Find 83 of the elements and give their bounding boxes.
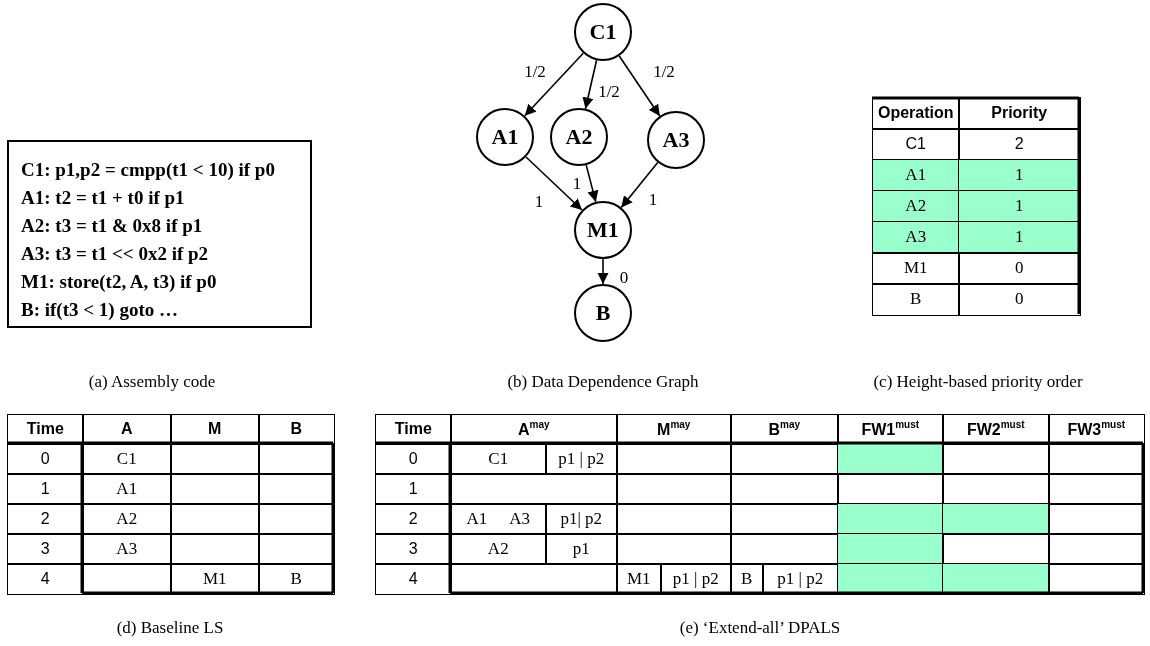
table-entry: p1 (572, 538, 590, 559)
table-entry: p1 | p2 (558, 448, 605, 469)
table-entry: A1 (466, 508, 488, 529)
code-line: A1: t2 = t1 + t0 if p1 (21, 186, 186, 210)
column-header: FW2$^{must}$ (966, 419, 1025, 440)
time-step: 4 (408, 569, 418, 588)
table-entry: A2 (116, 508, 138, 529)
graph-node (550, 108, 608, 166)
table-entry: A3 (509, 508, 531, 529)
table-entry: C1 (905, 135, 926, 154)
caption: (e) ‘Extend-all’ DPALS (679, 618, 841, 638)
time-step: 0 (408, 449, 418, 468)
time-step: 4 (40, 569, 50, 588)
column-header: B (290, 420, 303, 439)
column-header: A$^{may}$ (517, 419, 550, 440)
table-entry: A1 (905, 165, 927, 186)
table-entry: 1 (1015, 165, 1024, 186)
time-step: 1 (408, 479, 418, 498)
arrow (620, 161, 659, 209)
table-entry: M1 (903, 258, 928, 279)
table-entry: M1 (626, 568, 651, 589)
table-entry: C1 (488, 448, 509, 469)
time-step: 1 (40, 479, 50, 498)
caption: (d) Baseline LS (116, 618, 224, 638)
table-entry: A2 (905, 196, 927, 217)
table-entry: B (910, 289, 922, 310)
caption: (a) Assembly code (88, 372, 216, 392)
table-entry: C1 (116, 448, 137, 469)
table-entry: p1| p2 (560, 508, 603, 529)
node-label: A2 (565, 124, 593, 150)
arrow (582, 59, 598, 110)
table-entry: 1 (1015, 227, 1024, 248)
column-header: A (120, 420, 133, 439)
graph-node (574, 3, 632, 61)
table-entry: A3 (116, 538, 138, 559)
table-entry: p1 | p2 (672, 568, 719, 589)
arrow (618, 55, 661, 117)
column-header: Time (26, 420, 64, 439)
column-header: M$^{may}$ (657, 419, 691, 440)
column-header: FW3$^{must}$ (1067, 419, 1126, 440)
graph-node (574, 284, 632, 342)
arrow (597, 258, 609, 285)
table-entry: 1 (1015, 196, 1024, 217)
caption: (c) Height-based priority order (873, 372, 1083, 392)
arrow (525, 156, 583, 211)
graph-node (476, 108, 534, 166)
node-label: B (595, 300, 611, 326)
code-box (7, 140, 312, 328)
time-step: 3 (40, 539, 50, 558)
arrow (524, 52, 584, 117)
table-entry: A1 (116, 478, 138, 499)
node-label: A1 (491, 124, 519, 150)
column-header: Priority (991, 104, 1048, 123)
code-line: A3: t3 = t1 << 0x2 if p2 (21, 242, 210, 266)
table-entry: 2 (1014, 135, 1024, 154)
graph-node (647, 111, 705, 169)
table-entry: M1 (202, 568, 227, 589)
table-entry: p1 | p2 (777, 568, 824, 589)
arrow (585, 164, 599, 203)
table-entry: 0 (1015, 258, 1024, 279)
time-step: 0 (40, 449, 50, 468)
time-step: 2 (408, 509, 418, 528)
table-entry: 0 (1015, 289, 1024, 310)
table-entry: A2 (487, 538, 509, 559)
column-header: M (208, 420, 222, 439)
table-entry: B (741, 568, 753, 589)
code-line: M1: store(t2, A, t3) if p0 (21, 270, 218, 294)
node-label: C1 (589, 19, 617, 45)
code-line: A2: t3 = t1 & 0x8 if p1 (21, 214, 204, 238)
column-header: FW1$^{must}$ (861, 419, 920, 440)
table-entry: B (290, 568, 302, 589)
column-header: B$^{may}$ (768, 419, 801, 440)
node-label: A3 (662, 127, 690, 153)
node-label: M1 (587, 217, 619, 243)
column-header: Time (394, 420, 432, 439)
caption: (b) Data Dependence Graph (507, 372, 699, 392)
time-step: 2 (40, 509, 50, 528)
graph-node (574, 201, 632, 259)
column-header: Operation (877, 104, 954, 123)
table-entry: A3 (905, 227, 927, 248)
code-line: B: if(t3 < 1) goto … (21, 298, 179, 322)
time-step: 3 (408, 539, 418, 558)
code-line: C1: p1,p2 = cmpp(t1 < 10) if p0 (21, 158, 276, 182)
